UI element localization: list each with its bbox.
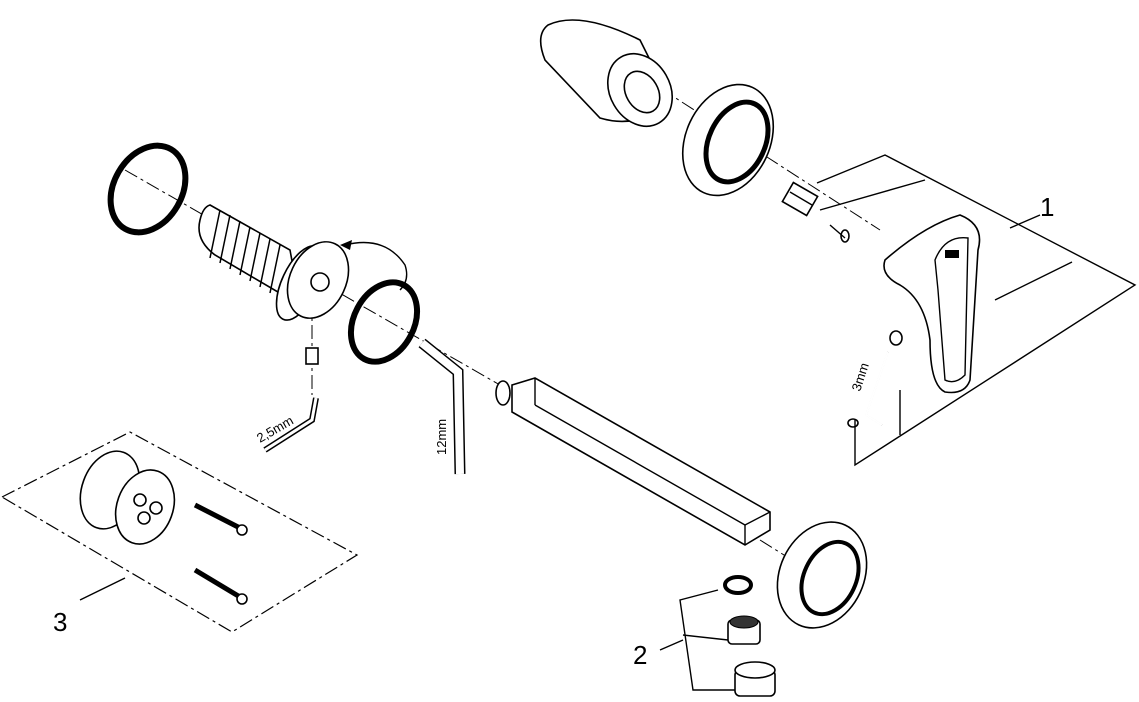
- mounting-kit: 3: [0, 431, 359, 637]
- hex-key-12mm: 12mm: [418, 338, 466, 475]
- brand-logo: [945, 250, 959, 258]
- lever-handle: [883, 214, 981, 394]
- callout-2: 2: [633, 640, 647, 670]
- rosette-top: [681, 83, 775, 197]
- callout-3: 3: [53, 607, 67, 637]
- diverter-insert: [781, 181, 850, 243]
- rosette-bottom: [776, 521, 868, 629]
- o-ring-large: [107, 142, 189, 236]
- hex-key-2-5mm: 2,5mm: [254, 397, 319, 453]
- cover-sleeve: [539, 19, 673, 127]
- callout-1: 1: [1040, 192, 1054, 222]
- arrowhead-icon: [340, 240, 352, 250]
- callout-bracket-2: 2: [633, 589, 735, 691]
- o-ring-small: [347, 279, 421, 365]
- aerator-set: [723, 575, 776, 697]
- hex-key-3mm: 3mm: [847, 330, 903, 428]
- callout-bracket-1: 1: [816, 154, 1137, 467]
- threaded-connector: [198, 204, 350, 321]
- dim-label-12mm: 12mm: [434, 419, 449, 455]
- dim-label-3mm: 3mm: [849, 361, 872, 393]
- grub-screw: [305, 347, 319, 365]
- spout: [495, 377, 771, 546]
